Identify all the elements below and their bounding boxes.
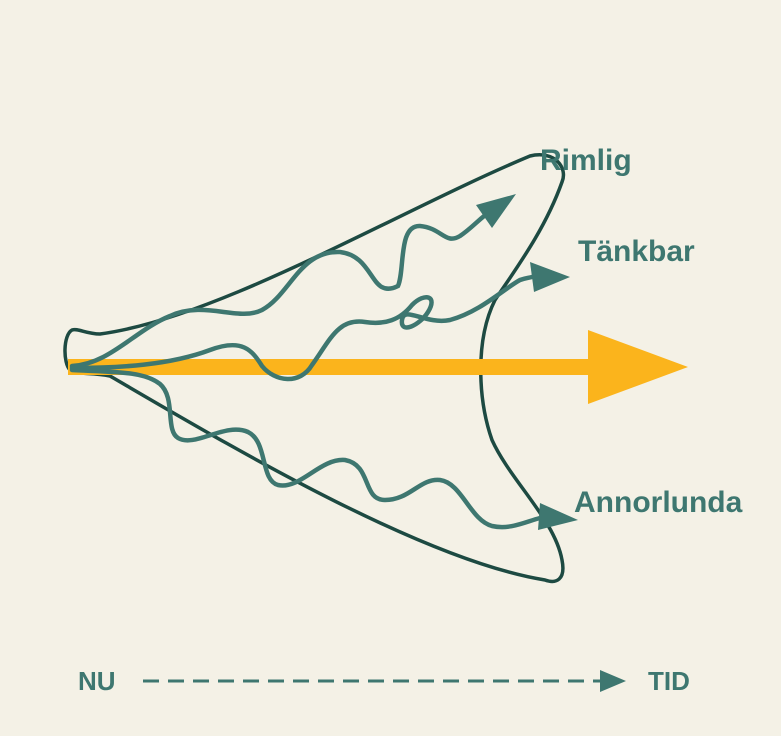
plausible-future-path — [69, 207, 495, 369]
label-tid: TID — [648, 666, 690, 696]
label-nu: NU — [78, 666, 116, 696]
different-future-arrowhead — [538, 503, 578, 530]
label-rimlig: Rimlig — [540, 144, 632, 177]
possible-future-arrowhead — [530, 262, 570, 292]
time-axis-arrowhead — [600, 670, 626, 692]
different-future-path — [69, 367, 543, 530]
label-tankbar: Tänkbar — [578, 235, 695, 268]
label-annorlunda: Annorlunda — [574, 486, 743, 519]
possible-future-path — [69, 274, 535, 382]
plausible-future-arrowhead — [476, 194, 516, 228]
main-future-arrow-head — [588, 330, 688, 404]
futures-cone-outline — [63, 153, 566, 584]
